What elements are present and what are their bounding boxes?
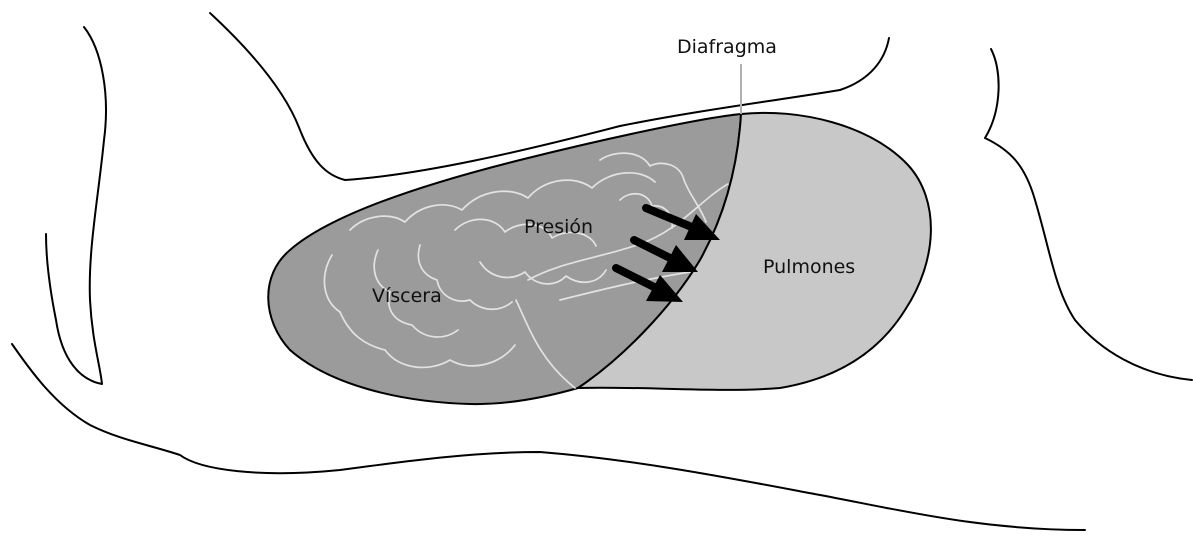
body-outline-right-chest <box>985 49 1192 380</box>
body-outline-left-curve <box>46 27 106 384</box>
label-pressure: Presión <box>524 216 593 238</box>
label-viscera: Víscera <box>372 285 442 307</box>
label-lungs: Pulmones <box>763 256 855 278</box>
label-diaphragm: Diafragma <box>677 36 777 58</box>
